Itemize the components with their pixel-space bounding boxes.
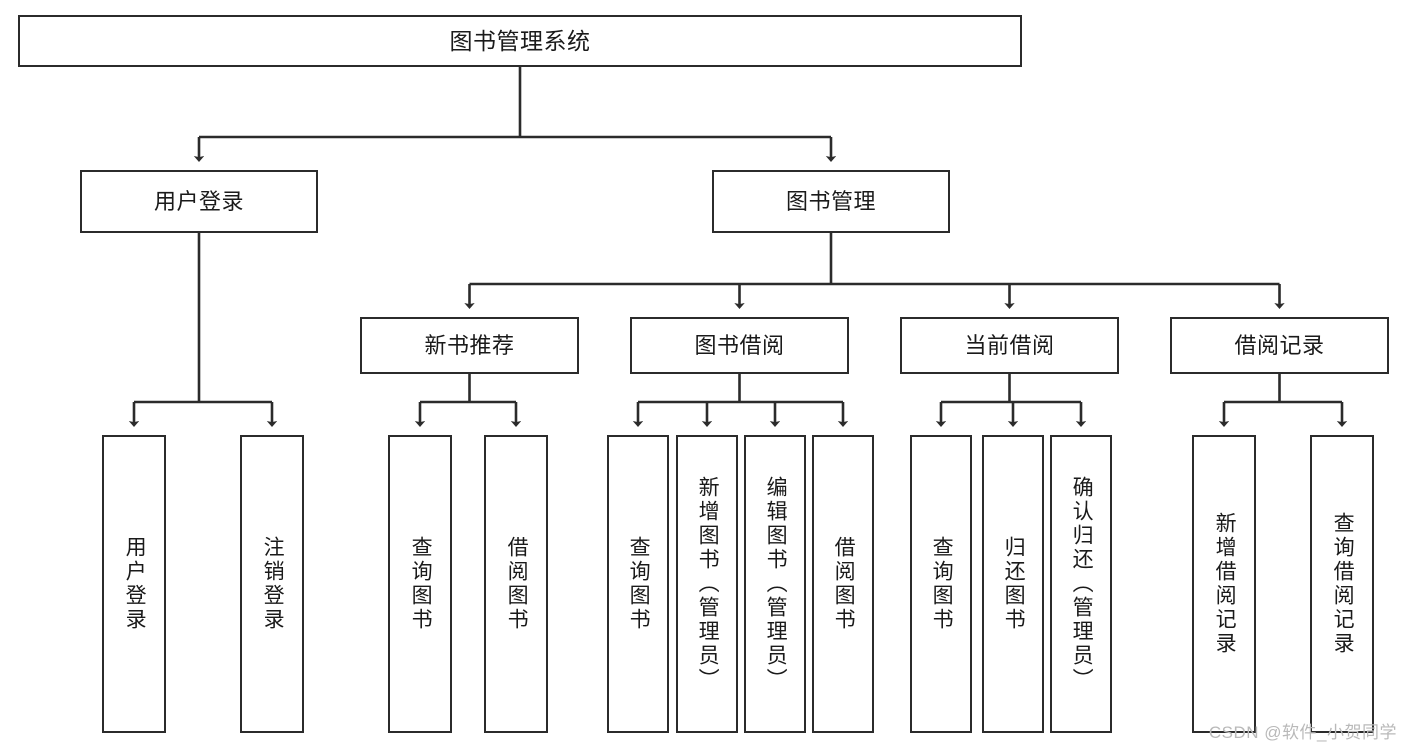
node-label: 查询图书 [627,536,651,632]
node-leaf-query-book-a[interactable]: 查询图书 [388,435,452,733]
watermark-text: CSDN @软件_小贺同学 [1208,723,1397,742]
node-leaf-confirm-return[interactable]: 确认归还（管理员） [1050,435,1112,733]
node-label: 编辑图书（管理员） [764,476,788,692]
node-label: 图书管理系统 [449,27,591,54]
node-new-book-recommend[interactable]: 新书推荐 [360,317,579,374]
node-label: 新增图书（管理员） [696,476,720,692]
node-label: 新增借阅记录 [1213,512,1237,656]
node-label: 归还图书 [1002,536,1026,632]
node-leaf-borrow-book-b[interactable]: 借阅图书 [812,435,874,733]
node-label: 查询借阅记录 [1331,512,1355,656]
node-label: 借阅图书 [832,536,856,632]
node-label: 查询图书 [930,536,954,632]
node-root-book-management-system[interactable]: 图书管理系统 [18,15,1022,67]
node-leaf-query-borrow-record[interactable]: 查询借阅记录 [1310,435,1374,733]
node-label: 查询图书 [409,536,433,632]
node-label: 图书借阅 [694,332,785,358]
node-user-login[interactable]: 用户登录 [80,170,318,233]
node-label: 图书管理 [785,188,876,214]
node-label: 当前借阅 [964,332,1055,358]
node-leaf-add-book[interactable]: 新增图书（管理员） [676,435,738,733]
node-current-borrow[interactable]: 当前借阅 [900,317,1119,374]
node-label: 注销登录 [261,536,285,632]
node-label: 用户登录 [123,536,147,632]
node-book-manage[interactable]: 图书管理 [712,170,950,233]
node-leaf-edit-book[interactable]: 编辑图书（管理员） [744,435,806,733]
node-leaf-user-logout[interactable]: 注销登录 [240,435,304,733]
node-leaf-query-book-c[interactable]: 查询图书 [910,435,972,733]
node-leaf-return-book[interactable]: 归还图书 [982,435,1044,733]
node-label: 新书推荐 [424,332,515,358]
node-borrow-record[interactable]: 借阅记录 [1170,317,1389,374]
node-label: 借阅记录 [1234,332,1325,358]
node-leaf-borrow-book-a[interactable]: 借阅图书 [484,435,548,733]
node-label: 用户登录 [153,188,244,214]
node-label: 确认归还（管理员） [1070,476,1094,692]
node-label: 借阅图书 [505,536,529,632]
node-leaf-query-book-b[interactable]: 查询图书 [607,435,669,733]
node-leaf-user-login[interactable]: 用户登录 [102,435,166,733]
node-book-borrow[interactable]: 图书借阅 [630,317,849,374]
node-leaf-add-borrow-record[interactable]: 新增借阅记录 [1192,435,1256,733]
